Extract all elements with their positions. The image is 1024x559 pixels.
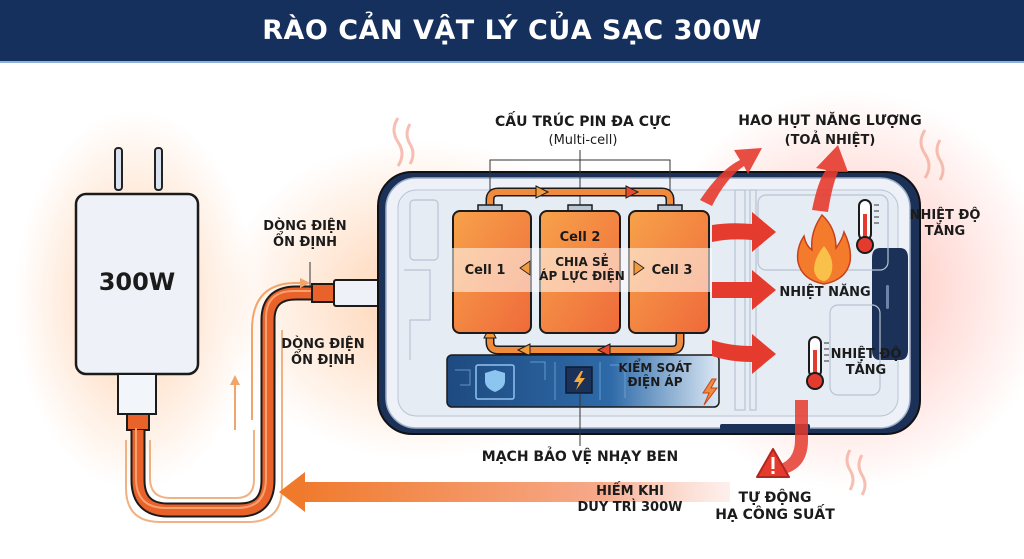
chip-bolt-icon: [574, 371, 585, 390]
fire-icon: [796, 213, 852, 285]
share-arrow-right-icon: [633, 260, 645, 276]
heat-arrows: [700, 145, 848, 475]
page-title: RÀO CẢN VẬT LÝ CỦA SẠC 300W: [262, 15, 762, 46]
share-arrow-left-icon: [519, 260, 531, 276]
voltage-bolt-icon: [702, 378, 719, 406]
heat-waves-icon: [392, 117, 945, 496]
protection-circuit-label: MẠCH BẢO VỆ NHẠY BEN: [481, 449, 679, 465]
rarely-sustain-arrow: [279, 472, 730, 512]
warning-icon: [756, 448, 790, 478]
cable-label-top: DÒNG ĐIỆN ỔN ĐỊNH: [263, 219, 347, 250]
shield-icon: [485, 370, 505, 392]
cell-1-label: Cell 1: [464, 263, 506, 278]
cell-3-label: Cell 3: [651, 263, 693, 278]
battery-structure-title: CẤU TRÚC PIN ĐA CỰC: [495, 114, 671, 130]
title-underline: [0, 61, 1024, 63]
protection-circuit: [446, 354, 720, 408]
chip-icon: [565, 366, 593, 394]
thermometer-icon-top: [856, 199, 879, 254]
cell-flow-arrows: [483, 185, 685, 357]
battery-label-bracket: [489, 150, 671, 207]
title-banner: RÀO CẢN VẬT LÝ CỦA SẠC 300W: [0, 0, 1024, 61]
energy-loss-subtitle: (TOẢ NHIỆT): [784, 133, 876, 148]
rarely-sustain-label: HIẾM KHI DUY TRÌ 300W: [577, 484, 683, 515]
share-pressure-label: CHIA SẺ ÁP LỰC ĐIỆN: [539, 255, 625, 284]
cell-2-label: Cell 2: [559, 230, 601, 245]
cable-label-bottom: DÒNG ĐIỆN ỔN ĐỊNH: [281, 337, 365, 368]
charger-wattage-label: 300W: [98, 268, 176, 296]
charging-cable: [125, 278, 385, 523]
battery-cells: [452, 204, 712, 334]
thermometer-icon-bottom: [806, 336, 829, 390]
temp-rise-inner-label: NHIỆT ĐỘ TĂNG: [830, 347, 902, 378]
charger-icon: [74, 147, 200, 431]
energy-loss-title: HAO HỤT NĂNG LƯỢNG: [738, 113, 922, 129]
voltage-control-label: KIỂM SOÁT ĐIỆN ÁP: [618, 361, 692, 390]
battery-structure-subtitle: (Multi-cell): [548, 133, 618, 148]
thermal-energy-label: NHIỆT NĂNG: [779, 285, 871, 300]
auto-throttle-label: TỰ ĐỘNG HẠ CÔNG SUẤT: [715, 490, 835, 523]
temp-rise-outer-label: NHIỆT ĐỘ TĂNG: [909, 208, 981, 239]
share-band: [452, 248, 712, 292]
